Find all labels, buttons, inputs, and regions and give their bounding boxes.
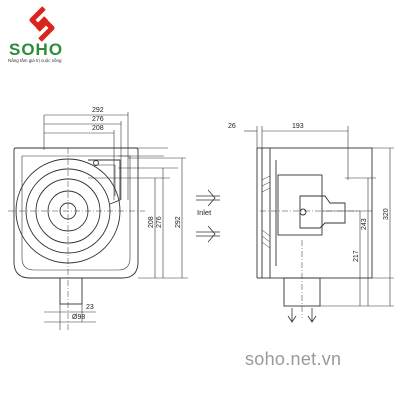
dim-front-top-292: 292 [92, 107, 104, 114]
dim-front-top-208: 208 [92, 125, 104, 132]
brand-tagline: Nâng tầm giá trị cuộc sống [8, 58, 62, 63]
dim-front-bottom-23: 23 [86, 304, 94, 311]
brand-name: SOHO [9, 40, 64, 59]
inlet-arrows [196, 189, 220, 243]
dim-side-top-193: 193 [292, 123, 304, 130]
front-view [8, 147, 145, 330]
dim-front-right-208: 208 [148, 216, 155, 228]
front-outlet-pipe [59, 277, 83, 305]
front-top-dims [43, 112, 168, 200]
dim-side-top-26: 26 [228, 123, 236, 130]
front-right-dims [88, 157, 188, 279]
inlet-label: Inlet [197, 208, 212, 217]
website-footer: soho.net.vn [245, 349, 342, 369]
soho-logo-icon [29, 6, 55, 42]
dim-front-bottom-dia98: Ø98 [72, 314, 85, 321]
side-right-dims [320, 147, 394, 307]
dim-front-right-276: 276 [156, 216, 163, 228]
dim-front-right-292: 292 [175, 216, 182, 228]
front-bottom-dims [44, 304, 96, 330]
dim-side-right-243: 243 [361, 218, 368, 230]
side-motor [277, 174, 323, 236]
side-top-dims [244, 126, 349, 180]
side-view [256, 147, 373, 323]
dim-side-right-320: 320 [383, 208, 390, 220]
front-housing [13, 147, 139, 279]
dim-front-top-276: 276 [92, 116, 104, 123]
dim-side-right-217: 217 [353, 250, 360, 262]
